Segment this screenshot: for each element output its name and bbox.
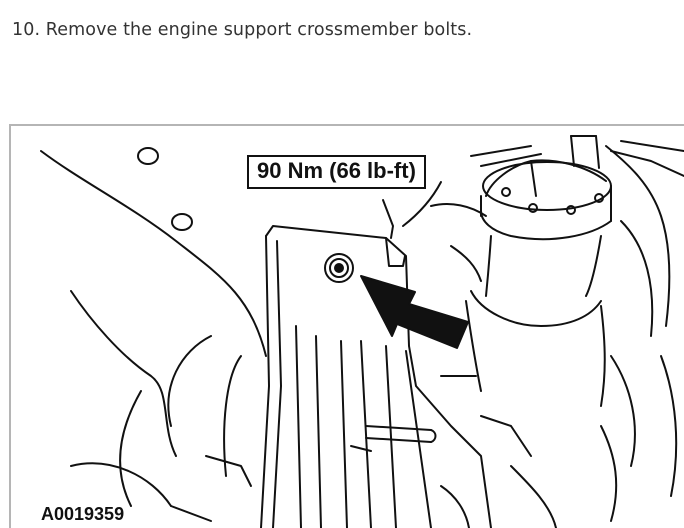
figure-code: A0019359 (41, 504, 125, 524)
illustration-figure: 90 Nm (66 lb-ft) A0019359 (9, 124, 684, 528)
bolt (324, 253, 354, 283)
mount-hole (171, 213, 193, 231)
engine-crossmember-drawing (40, 135, 684, 528)
torque-spec-label: 90 Nm (66 lb-ft) (247, 155, 426, 189)
mount-hole (137, 147, 159, 165)
arrow-pointer (360, 275, 469, 349)
step-instruction: 10. Remove the engine support crossmembe… (12, 20, 473, 40)
